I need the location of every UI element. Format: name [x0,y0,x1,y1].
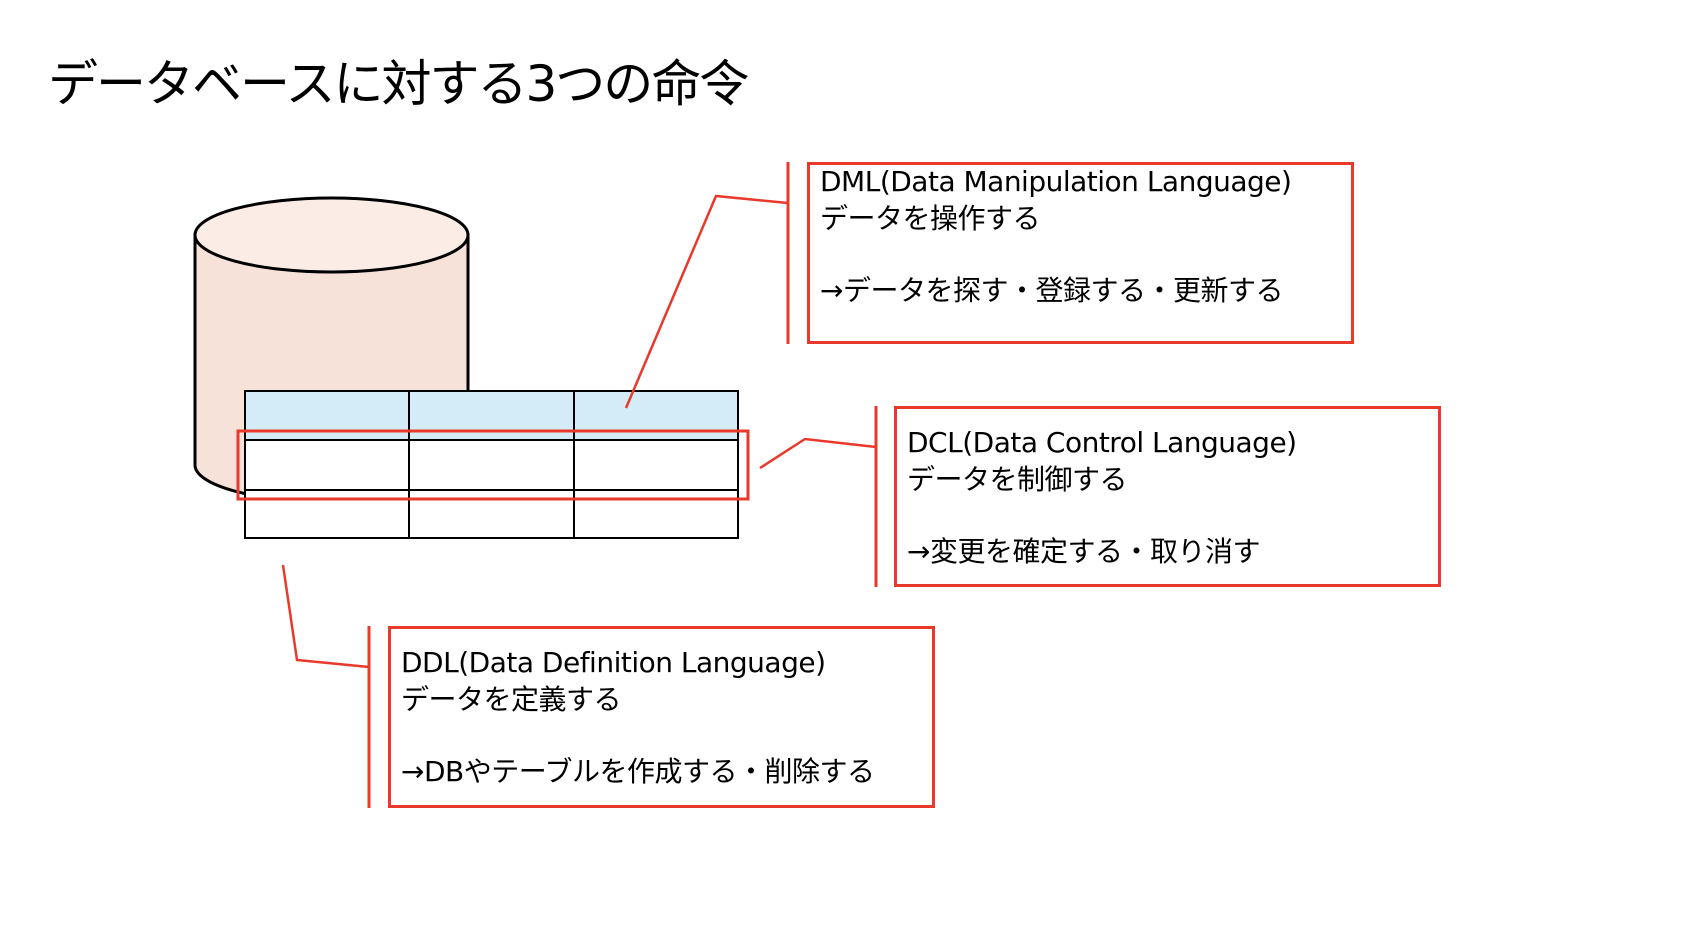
table-row [244,439,739,491]
ddl-detail: →DBやテーブルを作成する・削除する [401,755,875,788]
table-grid-icon [244,390,739,539]
slide-title: データベースに対する3つの命令 [48,55,749,113]
dcl-detail: →変更を確定する・取り消す [907,535,1260,568]
cylinder-top [193,196,470,274]
dcl-summary: データを制御する [907,463,1128,496]
dcl-connector-line [759,437,877,470]
table-header-row [244,390,739,441]
dcl-heading: DCL(Data Control Language) [907,426,1297,459]
ddl-summary: データを定義する [401,683,622,716]
dml-heading: DML(Data Manipulation Language) [820,165,1292,198]
ddl-connector-line [281,564,370,669]
row-highlight [236,429,750,501]
dml-detail: →データを探す・登録する・更新する [820,274,1283,307]
dml-summary: データを操作する [820,202,1041,235]
dml-callout-box: DML(Data Manipulation Language) データを操作する… [807,162,1354,344]
dcl-callout-box: DCL(Data Control Language) データを制御する →変更を… [894,406,1441,587]
ddl-heading: DDL(Data Definition Language) [401,646,826,679]
dml-connector-line [624,194,789,409]
ddl-callout-box: DDL(Data Definition Language) データを定義する →… [388,626,935,808]
table-row [244,489,739,539]
